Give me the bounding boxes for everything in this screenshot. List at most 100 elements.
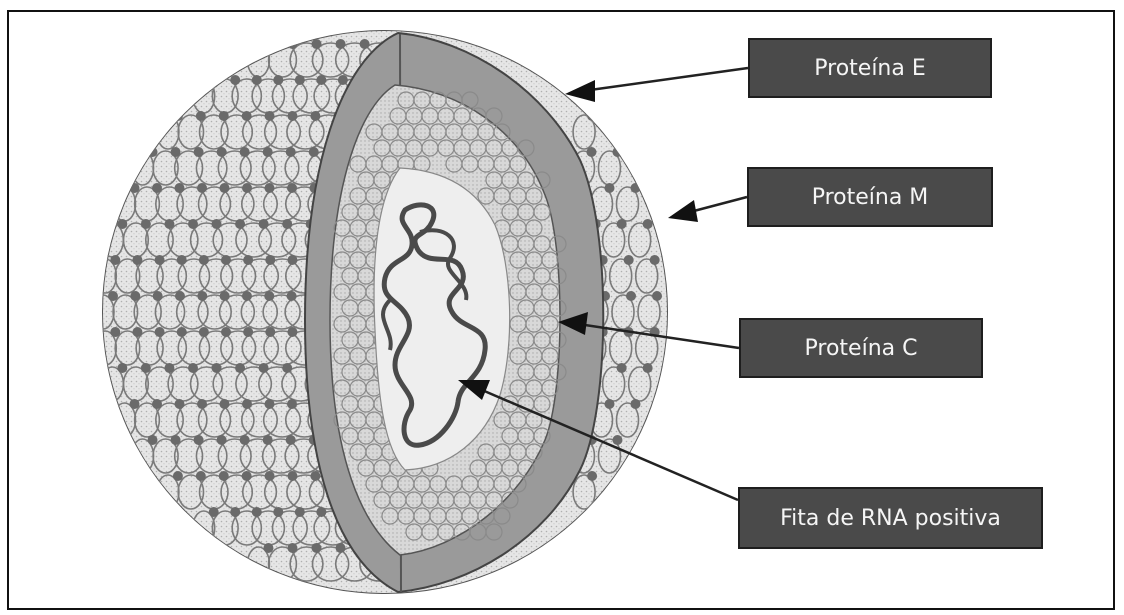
envelope-spike-dot xyxy=(230,75,240,85)
envelope-spike-dot xyxy=(117,363,127,373)
envelope-spike-dot xyxy=(263,435,273,445)
envelope-spike-dot xyxy=(132,255,142,265)
envelope-spike-dot xyxy=(242,471,252,481)
envelope-spike-dot xyxy=(110,255,120,265)
envelope-spike-dot xyxy=(199,327,209,337)
envelope-spike-dot xyxy=(282,363,292,373)
envelope-spike-dot xyxy=(110,327,120,337)
envelope-spike-dot xyxy=(273,507,283,517)
envelope-spike-dot xyxy=(650,255,660,265)
envelope-spike-dot xyxy=(175,291,185,301)
envelope-spike-dot xyxy=(220,291,230,301)
label-protein-m: Proteína M xyxy=(747,167,993,227)
envelope-spike-dot xyxy=(652,291,662,301)
envelope-spike-dot xyxy=(242,399,252,409)
envelope-spike-dot xyxy=(221,255,231,265)
envelope-spike-dot xyxy=(286,147,296,157)
envelope-spike-dot xyxy=(132,327,142,337)
envelope-spike-dot xyxy=(141,363,151,373)
envelope-spike-dot xyxy=(171,435,181,445)
envelope-spike-dot xyxy=(171,147,181,157)
envelope-spike-dot xyxy=(287,399,297,409)
envelope-spike-dot xyxy=(173,471,183,481)
envelope-spike-dot xyxy=(264,399,274,409)
envelope-spike-dot xyxy=(264,291,274,301)
envelope-spike-dot xyxy=(177,255,187,265)
envelope-spike-dot xyxy=(265,255,275,265)
envelope-spike-dot xyxy=(117,219,127,229)
envelope-spike-dot xyxy=(316,507,326,517)
envelope-spike-dot xyxy=(338,75,348,85)
envelope-spike-dot xyxy=(259,219,269,229)
envelope-spike-dot xyxy=(295,75,305,85)
label-protein-e: Proteína E xyxy=(748,38,992,98)
envelope-spike-dot xyxy=(152,183,162,193)
envelope-spike-dot xyxy=(219,399,229,409)
envelope-spike-dot xyxy=(152,399,162,409)
envelope-spike-dot xyxy=(194,147,204,157)
envelope-spike-dot xyxy=(617,363,627,373)
envelope-spike-dot xyxy=(221,327,231,337)
envelope-spike-dot xyxy=(219,471,229,481)
envelope-spike-dot xyxy=(164,219,174,229)
envelope-spike-dot xyxy=(212,363,222,373)
envelope-spike-dot xyxy=(141,219,151,229)
envelope-spike-dot xyxy=(130,183,140,193)
label-rna-strand: Fita de RNA positiva xyxy=(738,487,1043,549)
envelope-spike-dot xyxy=(155,255,165,265)
envelope-spike-dot xyxy=(309,147,319,157)
envelope-spike-dot xyxy=(287,291,297,301)
envelope-spike-dot xyxy=(624,255,634,265)
envelope-spike-dot xyxy=(604,183,614,193)
envelope-spike-dot xyxy=(287,111,297,121)
envelope-spike-dot xyxy=(235,219,245,229)
envelope-spike-dot xyxy=(287,39,297,49)
envelope-spike-dot xyxy=(587,471,597,481)
envelope-spike-dot xyxy=(360,39,370,49)
envelope-spike-dot xyxy=(312,39,322,49)
envelope-spike-dot xyxy=(310,111,320,121)
envelope-spike-dot xyxy=(630,183,640,193)
arrow-protein-m xyxy=(668,197,747,222)
envelope-spike-dot xyxy=(242,291,252,301)
envelope-spike-dot xyxy=(188,219,198,229)
envelope-spike-dot xyxy=(108,291,118,301)
envelope-spike-dot xyxy=(196,111,206,121)
envelope-spike-dot xyxy=(259,363,269,373)
envelope-spike-dot xyxy=(287,255,297,265)
envelope-spike-dot xyxy=(188,363,198,373)
envelope-spike-dot xyxy=(242,183,252,193)
envelope-spike-dot xyxy=(617,219,627,229)
envelope-spike-dot xyxy=(264,183,274,193)
envelope-spike-dot xyxy=(312,543,322,553)
envelope-spike-dot xyxy=(164,363,174,373)
envelope-spike-dot xyxy=(219,111,229,121)
envelope-spike-dot xyxy=(263,39,273,49)
envelope-spike-dot xyxy=(197,183,207,193)
envelope-spike-dot xyxy=(217,435,227,445)
envelope-spike-dot xyxy=(155,327,165,337)
envelope-spike-dot xyxy=(336,543,346,553)
envelope-spike-dot xyxy=(286,435,296,445)
envelope-spike-dot xyxy=(148,147,158,157)
envelope-spike-dot xyxy=(287,543,297,553)
envelope-spike-dot xyxy=(586,147,596,157)
envelope-spike-dot xyxy=(219,183,229,193)
envelope-spike-dot xyxy=(310,471,320,481)
envelope-spike-dot xyxy=(604,399,614,409)
envelope-spike-dot xyxy=(295,507,305,517)
envelope-spike-dot xyxy=(209,75,219,85)
envelope-spike-dot xyxy=(174,399,184,409)
envelope-spike-dot xyxy=(212,219,222,229)
envelope-spike-dot xyxy=(130,399,140,409)
envelope-spike-dot xyxy=(199,255,209,265)
envelope-spike-dot xyxy=(252,507,262,517)
envelope-spike-dot xyxy=(287,183,297,193)
envelope-spike-dot xyxy=(282,219,292,229)
envelope-spike-dot xyxy=(196,471,206,481)
envelope-spike-dot xyxy=(287,327,297,337)
envelope-spike-dot xyxy=(243,255,253,265)
envelope-spike-dot xyxy=(263,147,273,157)
envelope-spike-dot xyxy=(612,147,622,157)
envelope-spike-dot xyxy=(209,507,219,517)
